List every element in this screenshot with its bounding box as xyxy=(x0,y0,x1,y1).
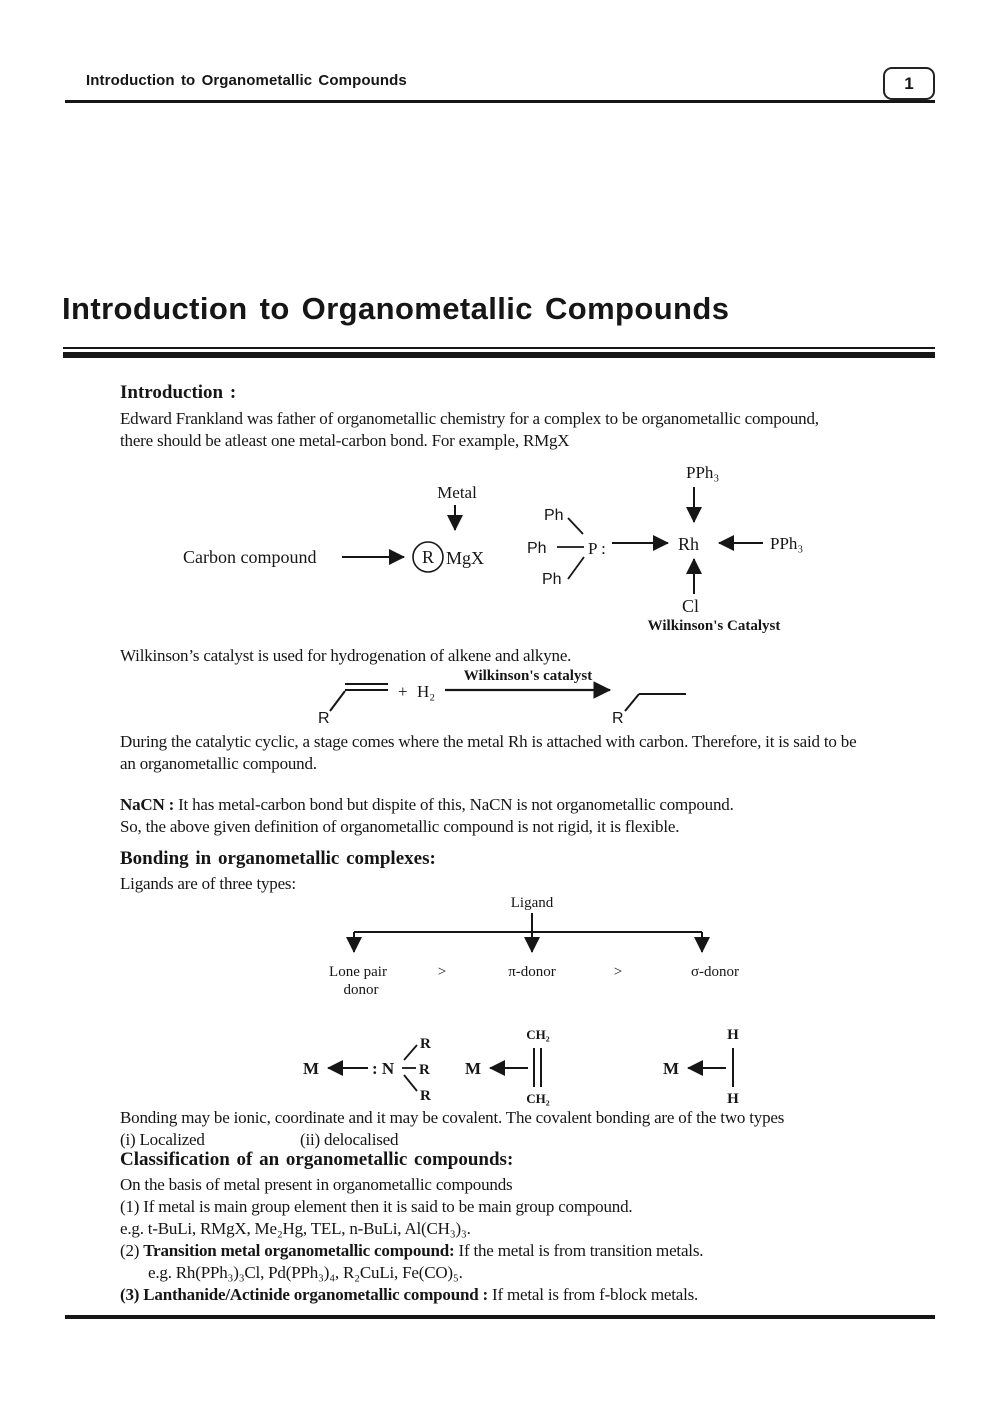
nacn-term: NaCN : xyxy=(120,795,175,814)
covalent-line-1: Bonding may be ionic, coordinate and it … xyxy=(120,1108,785,1127)
alkane-bond-diagonal xyxy=(624,693,640,712)
r-mid-label: R xyxy=(419,1062,430,1078)
pph3-right-label: PPh₃ xyxy=(770,534,803,553)
r-circle xyxy=(412,541,444,573)
wilkinson-sentence: Wilkinson’s catalyst is used for hydroge… xyxy=(120,646,572,665)
sigma-donor-structure: M H H xyxy=(663,1027,739,1107)
r-bottom-label: R xyxy=(420,1088,431,1104)
rh-label: Rh xyxy=(678,534,699,554)
page-number-badge: 1 xyxy=(883,67,935,100)
classification-line-6-bold: (3) Lanthanide/Actinide organometallic c… xyxy=(120,1285,493,1304)
classification-line-3: e.g. t-BuLi, RMgX, Me₂Hg, TEL, n-BuLi, A… xyxy=(120,1219,471,1238)
ch2-bottom-label: CH₂ xyxy=(526,1091,550,1106)
covalent-item-i: (i) Localized xyxy=(120,1130,205,1149)
classification-line-4-rest: If the metal is from transition metals. xyxy=(454,1241,704,1260)
lone-pair-donor-structure: M : N R R R xyxy=(303,1036,431,1104)
during-paragraph: During the catalytic cyclic, a stage com… xyxy=(120,731,857,775)
nacn-line-1: It has metal-carbon bond but dispite of … xyxy=(174,795,734,814)
classification-line-2: (1) If metal is main group element then … xyxy=(120,1197,633,1216)
wilkinson-catalyst-caption: Wilkinson's Catalyst xyxy=(648,618,781,634)
classification-heading: Classification of an organometallic comp… xyxy=(120,1149,514,1170)
ligand-structures-diagram: M : N R R R M CH₂ CH₂ M H H xyxy=(303,1027,739,1107)
reaction-catalyst-label: Wilkinson's catalyst xyxy=(464,668,593,684)
lone-pair-label-2: donor xyxy=(344,982,379,998)
r-group-label: R xyxy=(422,547,434,567)
nacn-paragraph: NaCN : It has metal-carbon bond but disp… xyxy=(120,794,734,838)
title-rule-thick xyxy=(63,352,935,358)
pph3-top-label: PPh₃ xyxy=(686,463,719,482)
greater-than-2: > xyxy=(614,964,622,980)
grignard-wilkinson-diagram: Metal Carbon compound R MgX Ph Ph P : Ph… xyxy=(183,463,803,634)
bonding-subtext: Ligands are of three types: xyxy=(120,874,296,893)
lone-pair-label: Lone pair xyxy=(329,964,387,980)
h2-label: H₂ xyxy=(417,682,435,701)
alkane-r-label: R xyxy=(612,710,624,727)
hydrogenation-reaction-diagram: R + H₂ Wilkinson's catalyst R xyxy=(318,668,686,727)
alkene-r-label: R xyxy=(318,710,330,727)
classification-line-1: On the basis of metal present in organom… xyxy=(120,1175,513,1194)
classification-line-4-prefix: (2) xyxy=(120,1241,144,1260)
classification-line-6-rest: If metal is from f-block metals. xyxy=(492,1285,699,1304)
classification-body: On the basis of metal present in organom… xyxy=(120,1174,703,1306)
metal-m-label-1: M xyxy=(303,1059,319,1078)
page-number: 1 xyxy=(904,73,914,93)
intro-paragraph: Edward Frankland was father of organomet… xyxy=(120,408,819,452)
ch2-top-label: CH₂ xyxy=(526,1027,550,1042)
greater-than-1: > xyxy=(438,964,446,980)
nacn-line-2: So, the above given definition of organo… xyxy=(120,817,680,836)
pi-donor-label: π-donor xyxy=(508,964,556,980)
n-r-bond-top xyxy=(403,1044,418,1061)
pi-donor-structure: M CH₂ CH₂ xyxy=(465,1027,550,1106)
ligand-root-label: Ligand xyxy=(511,895,554,911)
classification-line-5: e.g. Rh(PPh₃)₃Cl, Pd(PPh₃)₄, R₂CuLi, Fe(… xyxy=(148,1263,463,1282)
alkene-single-bond xyxy=(329,690,346,712)
ph-left-label: Ph xyxy=(527,540,547,557)
triphenylphosphine-group: Ph Ph P : Ph xyxy=(527,507,606,588)
ph-bottom-label: Ph xyxy=(542,571,562,588)
h-top-label: H xyxy=(727,1027,739,1043)
mgx-label: MgX xyxy=(446,548,484,568)
nitrogen-label: : N xyxy=(372,1059,395,1078)
during-line-1: During the catalytic cyclic, a stage com… xyxy=(120,732,857,751)
title-rule-thin xyxy=(63,347,935,349)
sigma-donor-label: σ-donor xyxy=(691,964,739,980)
metal-label: Metal xyxy=(437,483,477,502)
intro-heading: Introduction : xyxy=(120,382,237,403)
footer-rule xyxy=(65,1315,935,1319)
metal-m-label-3: M xyxy=(663,1059,679,1078)
page-title: Introduction to Organometallic Compounds xyxy=(62,291,730,326)
covalent-paragraph: Bonding may be ionic, coordinate and it … xyxy=(120,1107,784,1151)
p-label: P : xyxy=(588,539,606,558)
header-title: Introduction to Organometallic Compounds xyxy=(86,72,407,89)
bond-ph-top xyxy=(567,517,584,535)
header-rule xyxy=(65,100,935,103)
during-line-2: an organometallic compound. xyxy=(120,754,317,773)
bonding-heading: Bonding in organometallic complexes: xyxy=(120,848,436,869)
ph-top-label: Ph xyxy=(544,507,564,524)
ligand-tree-diagram: Ligand Lone pair donor > π-donor > σ-don… xyxy=(329,895,739,998)
cl-label: Cl xyxy=(682,596,699,616)
intro-line-2: there should be atleast one metal-carbon… xyxy=(120,431,570,450)
h-bottom-label: H xyxy=(727,1091,739,1107)
classification-line-4-bold: Transition metal organometallic compound… xyxy=(143,1241,455,1260)
covalent-item-ii: (ii) delocalised xyxy=(300,1130,399,1149)
n-r-bond-bottom xyxy=(403,1074,418,1092)
bond-ph-bottom xyxy=(567,556,585,580)
plus-sign: + xyxy=(398,682,408,701)
intro-line-1: Edward Frankland was father of organomet… xyxy=(120,409,819,428)
r-top-label: R xyxy=(420,1036,431,1052)
carbon-compound-label: Carbon compound xyxy=(183,547,316,567)
metal-m-label-2: M xyxy=(465,1059,481,1078)
